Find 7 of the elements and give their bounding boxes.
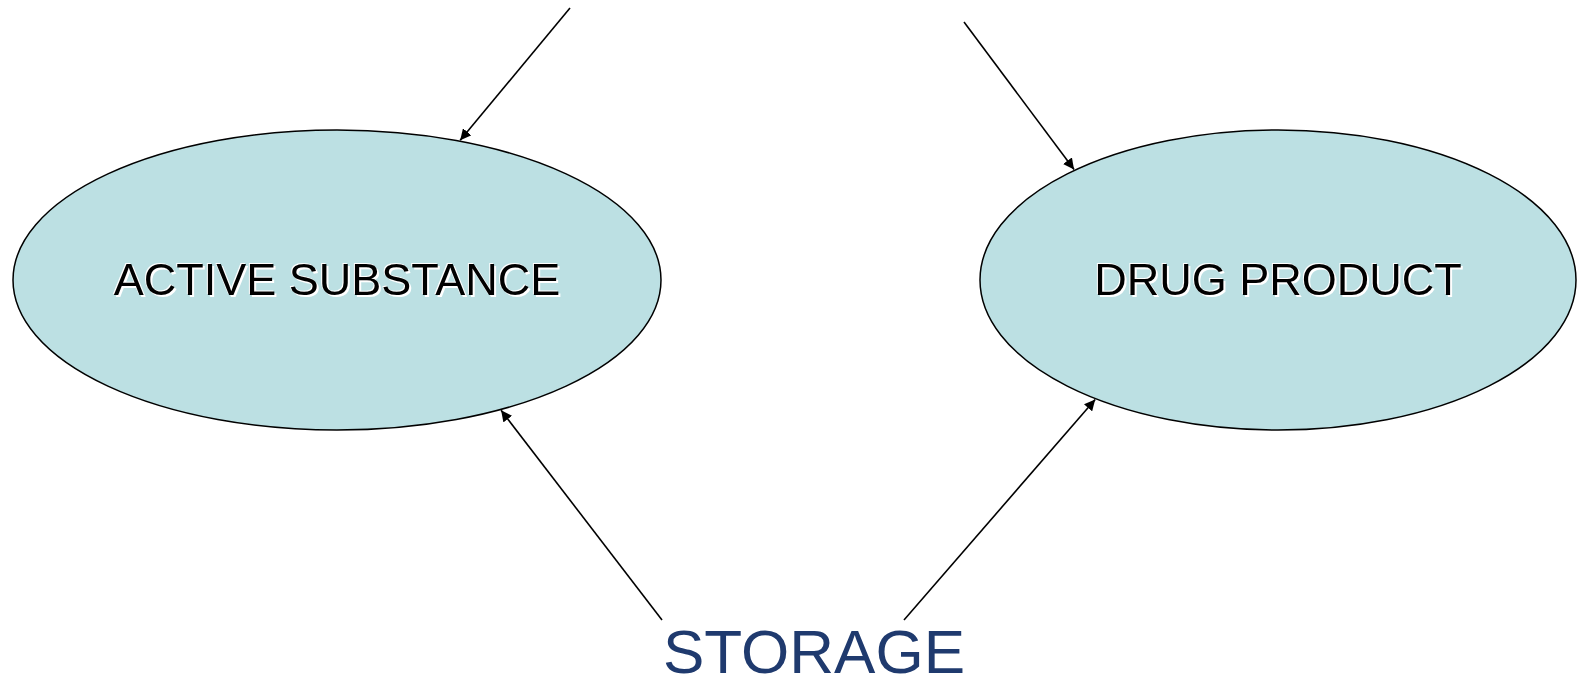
arrow bbox=[963, 21, 1075, 171]
node-label: DRUG PRODUCT bbox=[1094, 254, 1462, 306]
node-label: ACTIVE SUBSTANCE bbox=[113, 254, 561, 306]
arrow bbox=[903, 398, 1096, 621]
arrow bbox=[500, 409, 663, 621]
arrow bbox=[459, 7, 571, 142]
node-label: STORAGE bbox=[663, 621, 966, 683]
